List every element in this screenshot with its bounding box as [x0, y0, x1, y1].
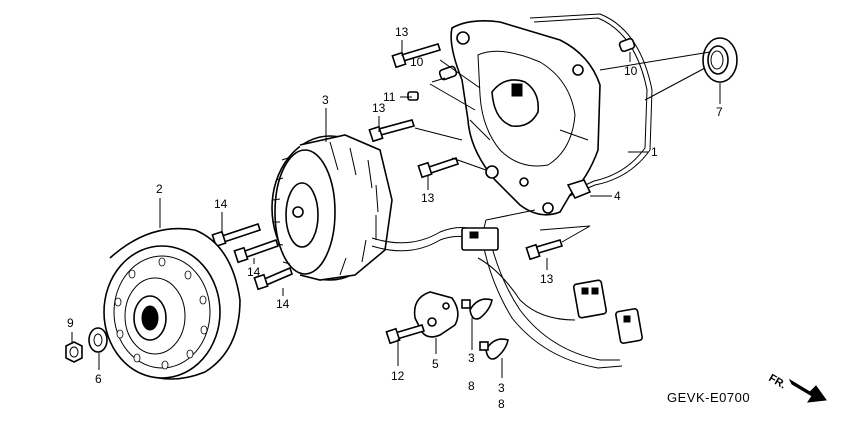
drawing-code: GEVK-E0700 [667, 390, 750, 405]
callout-3-clip-b: 3 [498, 381, 505, 395]
nut[interactable] [65, 341, 83, 363]
callout-3-clip-a: 3 [468, 351, 475, 365]
callout-8-clip-a: 8 [468, 379, 475, 393]
callout-2: 2 [156, 182, 163, 196]
callout-7: 7 [716, 105, 723, 119]
callout-14-low: 14 [276, 297, 290, 311]
pin[interactable] [407, 91, 419, 101]
wire-clamp[interactable] [413, 291, 459, 338]
front-indicator-label: FR. [767, 372, 788, 391]
bolt[interactable] [211, 222, 293, 291]
callout-13-top: 13 [395, 25, 409, 39]
clip[interactable] [461, 298, 509, 360]
oil-seal[interactable] [702, 37, 738, 83]
callout-labels: 1 2 3 4 5 6 7 9 10 10 11 12 13 13 13 13 … [67, 25, 723, 411]
callout-14-mid: 14 [247, 265, 261, 279]
callout-13-right: 13 [540, 272, 554, 286]
callout-5: 5 [432, 357, 439, 371]
callout-3-stator: 3 [322, 93, 329, 107]
leader-lines [71, 40, 721, 378]
callout-10-left: 10 [410, 55, 424, 69]
bolt[interactable] [385, 324, 426, 345]
callout-9: 9 [67, 316, 74, 330]
callout-4: 4 [614, 189, 621, 203]
callout-13-lower: 13 [421, 191, 435, 205]
callout-11: 11 [383, 90, 396, 104]
callout-8-clip-b: 8 [498, 397, 505, 411]
flywheel[interactable] [103, 227, 241, 380]
callout-12: 12 [391, 369, 405, 383]
callout-13-mid: 13 [372, 101, 386, 115]
left-crankcase-cover[interactable] [450, 13, 653, 216]
washer[interactable] [88, 327, 108, 353]
front-arrow: FR. [767, 372, 827, 403]
arrow-icon [788, 378, 827, 403]
callout-1: 1 [651, 145, 658, 159]
stator[interactable] [271, 134, 643, 369]
callout-14-top: 14 [214, 197, 228, 211]
callout-6: 6 [95, 372, 102, 386]
callout-10-right: 10 [624, 64, 638, 78]
bolt[interactable] [368, 43, 564, 261]
